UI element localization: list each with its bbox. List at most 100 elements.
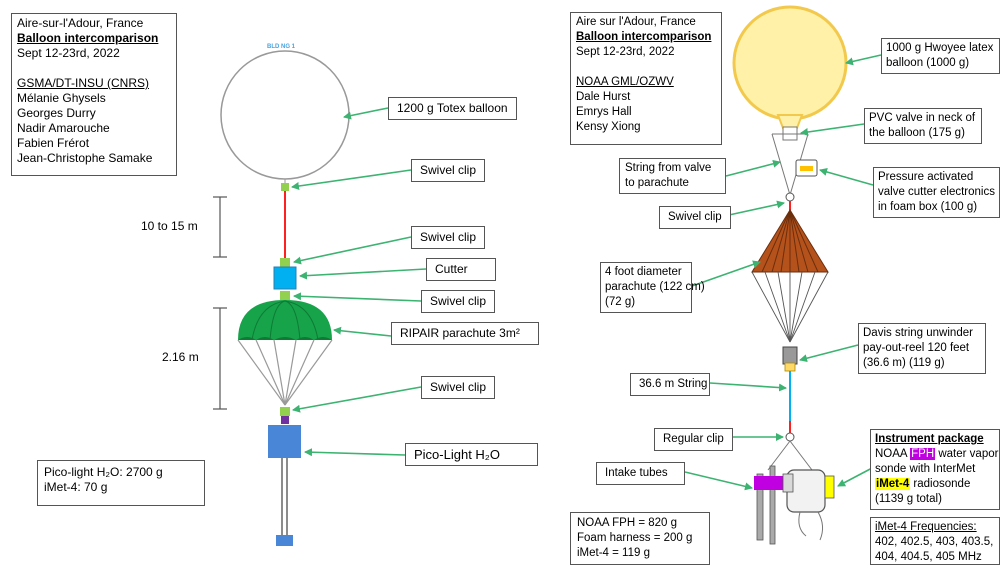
swivel-clip-4: [280, 407, 290, 416]
left-person: Nadir Amarouche: [17, 121, 110, 135]
right-org: NOAA GML/OZWV: [576, 76, 674, 88]
dimension-lower: 2.16 m: [162, 350, 199, 364]
hwoyee-balloon-label: 1000 g Hwoyee latex balloon (1000 g): [881, 38, 1000, 74]
left-person: Jean-Christophe Samake: [17, 151, 153, 165]
swivel-clip-label-4: Swivel clip: [421, 376, 496, 399]
left-person: Georges Durry: [17, 106, 96, 120]
davis-unwinder-label: Davis string unwinder pay-out-reel 120 f…: [858, 323, 986, 374]
davis-unwinder: [782, 346, 798, 365]
right-title: Balloon intercomparison: [576, 31, 712, 43]
swivel-clip-right-label: Swivel clip: [659, 206, 731, 229]
purple-connector: [281, 416, 289, 424]
regular-clip: [785, 432, 795, 442]
ripair-line-1: RIPAIR parachute: [400, 326, 496, 340]
swivel-clip-2: [280, 258, 290, 267]
instrument-title: Instrument package: [875, 433, 984, 445]
right-flight-train: [732, 5, 848, 545]
swivel-clip-label-3: Swivel clip: [421, 290, 496, 313]
right-person: Emrys Hall: [576, 106, 632, 118]
instrument-line-2: sonde with InterMet: [875, 463, 976, 475]
cutter-electronics-label: Pressure activated valve cutter electron…: [873, 167, 1000, 218]
cutter-line-3: in foam box (100 g): [878, 201, 978, 213]
balloon-neck-right: [776, 114, 804, 129]
left-flight-train: [220, 50, 350, 546]
instrument-package-box: Instrument package NOAA FPH water vapor …: [870, 429, 1000, 510]
harness-strings: [767, 440, 813, 471]
instrument-post: water vapor: [935, 448, 999, 460]
parachute-shroud-lines: [751, 271, 829, 343]
dimension-upper: 10 to 15 m: [141, 219, 198, 233]
string-valve-line-1: String from valve: [625, 162, 712, 174]
left-person: Fabien Frérot: [17, 136, 90, 150]
dimension-markers: [213, 196, 227, 410]
hwoyee-line-1: 1000 g Hwoyee latex: [886, 42, 994, 54]
left-info-box: Aire-sur-l'Adour, France Balloon interco…: [11, 13, 177, 176]
cutter-label: Cutter: [426, 258, 496, 281]
unwinder-line-1: Davis string unwinder: [863, 327, 973, 339]
left-dates: Sept 12-23rd, 2022: [17, 46, 120, 60]
string-valve-line-2: to parachute: [625, 177, 689, 189]
imet4-radiosonde-left: [276, 535, 293, 546]
right-person: Dale Hurst: [576, 91, 631, 103]
instrument-line-4: (1139 g total): [875, 493, 942, 505]
swivel-clip-1: [281, 183, 289, 191]
regular-clip-label: Regular clip: [654, 428, 733, 451]
parachute-right-line-1: 4 foot diameter: [605, 266, 682, 278]
pvc-valve-label: PVC valve in neck of the balloon (175 g): [864, 108, 982, 144]
pico-light-label: Pico-Light H₂O: [405, 443, 538, 466]
left-mass-box: Pico-light H₂O: 2700 g iMet-4: 70 g: [37, 460, 205, 506]
left-org: GSMA/DT-INSU (CNRS): [17, 76, 149, 90]
right-info-box: Aire sur l'Adour, France Balloon interco…: [570, 12, 722, 145]
right-arrows: [684, 54, 882, 491]
swivel-clip-right: [785, 192, 795, 202]
parachute-right-label: 4 foot diameter parachute (122 cm) (72 g…: [600, 262, 705, 313]
left-person: Mélanie Ghysels: [17, 91, 106, 105]
freq-title: iMet-4 Frequencies:: [875, 521, 977, 533]
right-dates: Sept 12-23rd, 2022: [576, 46, 675, 58]
balloon-tag: BLD NG 1: [267, 44, 296, 50]
instrument-line-3-post: radiosonde: [910, 478, 971, 490]
parachute-right-line-3: (72 g): [605, 296, 636, 308]
right-location: Aire sur l'Adour, France: [576, 16, 696, 28]
intake-tubes-label: Intake tubes: [596, 462, 685, 485]
swivel-clip-3: [280, 291, 290, 300]
cutter-line-1: Pressure activated: [878, 171, 974, 183]
cutter-line-2: valve cutter electronics: [878, 186, 995, 198]
left-mass-line-1: Pico-light H₂O: 2700 g: [44, 465, 163, 479]
right-person: Kensy Xiong: [576, 121, 641, 133]
totex-balloon: [220, 50, 350, 180]
frequencies-box: iMet-4 Frequencies: 402, 402.5, 403, 403…: [870, 517, 1000, 565]
left-mass-line-2: iMet-4: 70 g: [44, 480, 108, 494]
left-location: Aire-sur-l'Adour, France: [17, 16, 144, 30]
parachute-right-line-2: parachute (122 cm): [605, 281, 705, 293]
unwinder-line-3: (36.6 m) (119 g): [863, 357, 945, 369]
imet4-radiosonde-right: [824, 475, 835, 499]
hwoyee-balloon: [732, 5, 848, 121]
swivel-clip-label-2: Swivel clip: [411, 226, 486, 249]
right-mass-line-2: Foam harness = 200 g: [577, 532, 693, 544]
string-36-label: 36.6 m String: [630, 373, 710, 396]
instrument-pre: NOAA: [875, 448, 911, 460]
ripair-parachute: [237, 300, 333, 406]
string-valve-label: String from valve to parachute: [619, 158, 726, 194]
freq-line-2: 404, 404.5, 405 MHz: [875, 551, 982, 563]
pvc-line-2: the balloon (175 g): [869, 127, 965, 139]
totex-balloon-label: 1200 g Totex balloon: [388, 97, 517, 120]
pvc-line-1: PVC valve in neck of: [869, 112, 976, 124]
right-mass-box: NOAA FPH = 820 g Foam harness = 200 g iM…: [570, 512, 710, 565]
left-title: Balloon intercomparison: [17, 31, 159, 45]
fph-highlight: FPH: [910, 448, 936, 460]
ripair-line-2: 3m²: [499, 326, 520, 340]
instrument-line-3: iMet-4 radiosonde: [875, 477, 995, 492]
freq-line-1: 402, 402.5, 403, 403.5,: [875, 536, 994, 548]
instrument-line-1: NOAA FPH water vapor: [875, 447, 999, 462]
right-mass-line-1: NOAA FPH = 820 g: [577, 517, 678, 529]
swivel-clip-label-1: Swivel clip: [411, 159, 486, 182]
intake-tubes: [754, 476, 788, 490]
pico-light-payload: [268, 425, 301, 458]
cutter-box: [273, 266, 297, 290]
ripair-parachute-label: RIPAIR parachute 3m²: [391, 322, 539, 345]
unwinder-line-2: pay-out-reel 120 feet: [863, 342, 970, 354]
imet4-highlight: iMet-4: [875, 478, 911, 490]
